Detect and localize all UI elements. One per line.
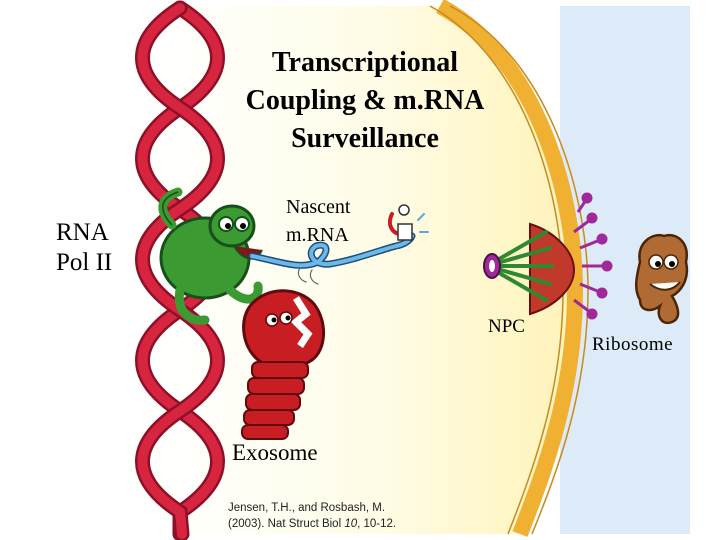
mrna-strand-icon xyxy=(248,204,429,285)
citation: Jensen, T.H., and Rosbash, M. (2003). Na… xyxy=(228,500,396,532)
nascent-mrna-label: Nascent m.RNA xyxy=(286,193,350,249)
rna-pol-label-line-1: RNA xyxy=(56,219,109,246)
title-line-1: Transcriptional xyxy=(271,47,459,78)
nascent-label-line-2: m.RNA xyxy=(286,224,349,246)
ribosome-label: Ribosome xyxy=(592,334,674,355)
citation-line-1: Jensen, T.H., and Rosbash, M. xyxy=(228,502,386,514)
citation-line-2: (2003). Nat Struct Biol 10, 10-12. xyxy=(228,516,396,532)
rna-pol-label: RNA Pol II xyxy=(56,218,112,278)
citation-pages: , 10-12. xyxy=(357,518,397,530)
exosome-label: Exosome xyxy=(232,440,318,465)
exosome-icon xyxy=(241,289,326,440)
page-title: Transcriptional Coupling & m.RNA Surveil… xyxy=(200,44,530,158)
npc-label: NPC xyxy=(488,316,525,337)
npc-icon xyxy=(483,192,613,320)
citation-volume: 10 xyxy=(344,518,358,530)
title-line-3: Surveillance xyxy=(291,123,439,154)
rna-pol-label-line-2: Pol II xyxy=(56,249,113,276)
title-line-2: Coupling & m.RNA xyxy=(245,85,485,116)
nascent-label-line-1: Nascent xyxy=(286,196,351,218)
ribosome-icon xyxy=(635,233,689,325)
citation-journal: (2003). Nat Struct Biol xyxy=(228,518,345,530)
rna-pol-ii-icon xyxy=(158,187,263,325)
nuclear-envelope xyxy=(436,0,584,537)
nuclear-envelope-outline xyxy=(449,5,589,535)
